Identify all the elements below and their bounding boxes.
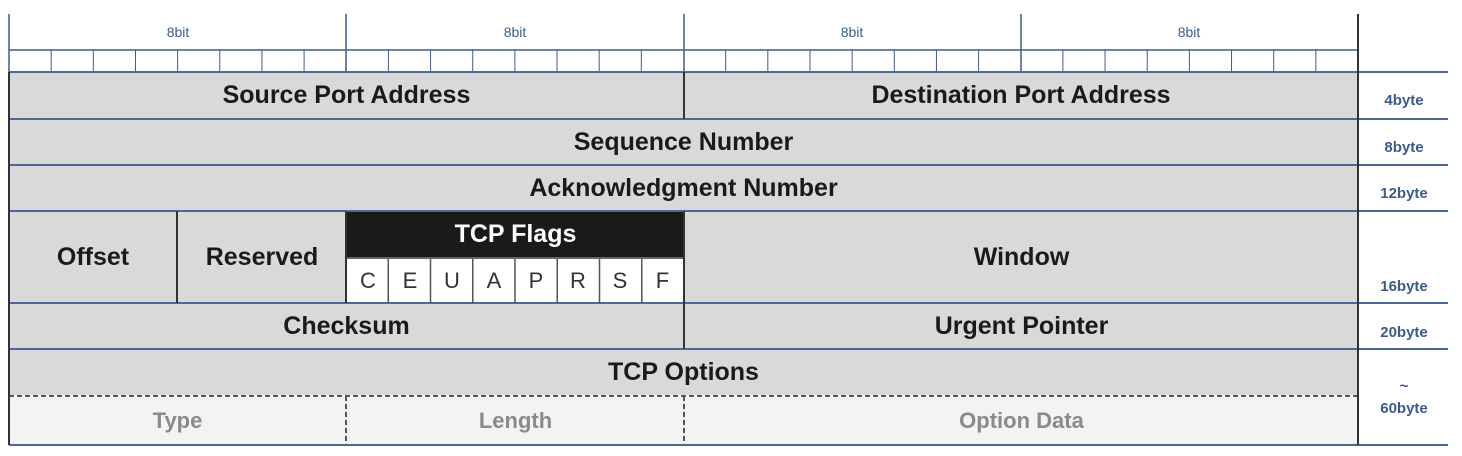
ruler-label-byte-4: 8bit	[1177, 24, 1201, 40]
acknowledgment-number-field: Acknowledgment Number	[9, 166, 1358, 210]
tcp-flags-header: TCP Flags	[347, 212, 684, 257]
reserved-field: Reserved	[178, 212, 346, 302]
byte-offset-16: 16byte	[1380, 278, 1428, 295]
ruler-label-byte-1: 8bit	[166, 24, 190, 40]
offset-field: Offset	[9, 212, 177, 302]
flag-bit-p: P	[528, 267, 544, 293]
flag-bit-a: A	[486, 267, 502, 293]
flag-bit-u: U	[444, 267, 460, 293]
option-length-field: Length	[347, 397, 684, 444]
ruler-bit-ticks	[50, 50, 1317, 72]
source-port-address-field: Source Port Address	[9, 73, 684, 118]
option-type-field: Type	[9, 397, 346, 444]
ruler-ticks	[8, 14, 1359, 72]
flag-bit-c: C	[360, 267, 376, 293]
flag-bit-f: F	[655, 267, 670, 293]
ruler-label-byte-3: 8bit	[840, 24, 864, 40]
flag-bit-s: S	[612, 267, 628, 293]
byte-offset-tilde: ~	[1399, 378, 1409, 395]
byte-offset-20: 20byte	[1380, 324, 1428, 341]
byte-offset-12: 12byte	[1380, 185, 1428, 202]
window-field: Window	[685, 212, 1358, 302]
byte-offset-8: 8byte	[1384, 139, 1424, 156]
tcp-options-field: TCP Options	[9, 350, 1358, 395]
ruler-label-byte-2: 8bit	[503, 24, 527, 40]
checksum-field: Checksum	[9, 304, 684, 348]
sequence-number-field: Sequence Number	[9, 120, 1358, 164]
flag-bit-e: E	[402, 267, 418, 293]
urgent-pointer-field: Urgent Pointer	[685, 304, 1358, 348]
flag-bit-r: R	[570, 267, 586, 293]
byte-offset-4: 4byte	[1384, 92, 1424, 109]
destination-port-address-field: Destination Port Address	[684, 73, 1358, 118]
option-data-field: Option Data	[685, 397, 1358, 444]
byte-offset-60: 60byte	[1380, 400, 1428, 417]
